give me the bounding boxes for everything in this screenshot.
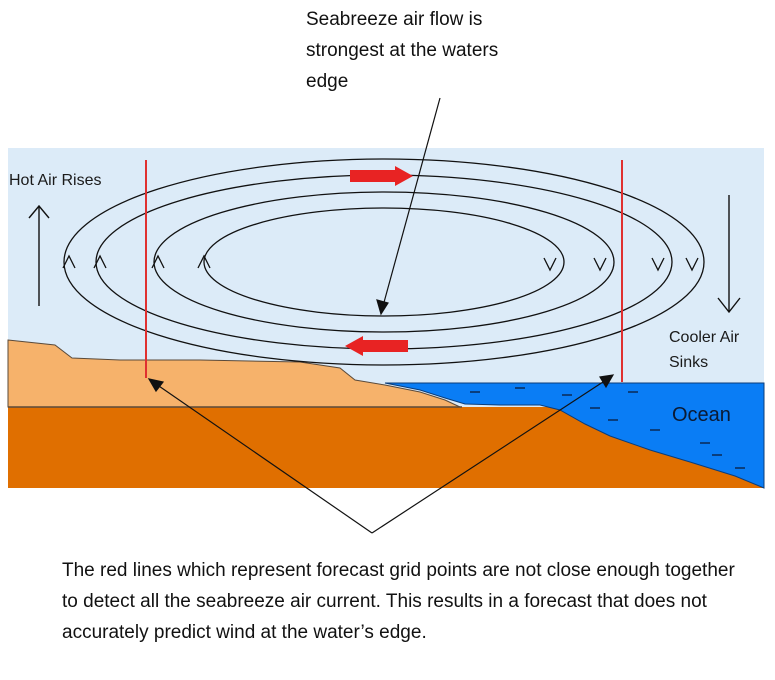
top-caption: Seabreeze air flow is strongest at the w… <box>306 9 499 92</box>
hot-air-rises-label: Hot Air Rises <box>9 172 101 189</box>
rising-chevrons <box>62 254 211 269</box>
sand-land <box>7 339 461 408</box>
bottom-caption: The red lines which represent forecast g… <box>62 560 735 643</box>
upper-flow-arrow <box>350 166 413 186</box>
sinking-chevrons <box>543 257 699 272</box>
lower-flow-arrow <box>345 336 408 356</box>
hot-air-up-arrow <box>28 204 50 306</box>
cooler-air-label: Cooler Air <box>669 329 740 346</box>
ocean-water <box>384 382 765 489</box>
caption-pointer-arrow <box>376 97 441 316</box>
wave-marks <box>470 387 745 469</box>
sinks-label: Sinks <box>669 354 708 371</box>
ocean-label: Ocean <box>672 404 731 426</box>
grid-pointer-arrows <box>147 374 615 534</box>
cool-air-down-arrow <box>717 195 741 314</box>
